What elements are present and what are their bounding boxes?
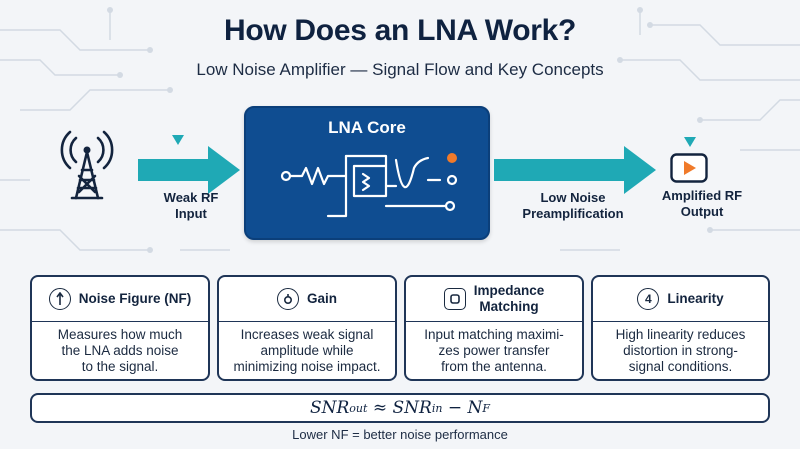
card-title: Linearity xyxy=(667,291,724,306)
antenna-tower-icon xyxy=(60,130,114,200)
card-divider xyxy=(593,321,768,322)
impedance-icon xyxy=(443,288,466,310)
card-linearity: 4 Linearity High linearity reduces disto… xyxy=(591,275,770,381)
card-noise-figure: Noise Figure (NF) Measures how much the … xyxy=(30,275,210,381)
page-title: How Does an LNA Work? xyxy=(223,14,577,47)
card-title: Impedance Matching xyxy=(473,283,545,314)
card-description: High linearity reduces distortion in str… xyxy=(615,327,746,374)
amplified-rf-output-label: Amplified RF Output xyxy=(661,188,743,219)
weak-rf-input-label: Weak RF Input xyxy=(163,190,219,221)
noise-figure-icon xyxy=(48,288,71,310)
output-drop-marker xyxy=(684,137,696,147)
output-play-icon xyxy=(670,153,708,183)
preamplification-arrow xyxy=(494,146,656,194)
card-divider xyxy=(219,321,395,322)
input-arrow xyxy=(138,146,240,194)
footnote: Lower NF = better noise performance xyxy=(292,427,508,442)
card-gain: Gain Increases weak signal amplitude whi… xyxy=(217,275,397,381)
amplifier-circuit-icon xyxy=(280,153,458,218)
card-impedance-matching: Impedance Matching Input matching maximi… xyxy=(404,275,584,381)
card-description: Increases weak signal amplitude while mi… xyxy=(233,327,381,374)
card-divider xyxy=(32,321,208,322)
lna-core-block: LNA Core xyxy=(244,106,490,240)
linearity-icon: 4 xyxy=(637,288,660,310)
card-description: Input matching maximi- zes power transfe… xyxy=(424,327,564,374)
page-subtitle: Low Noise Amplifier — Signal Flow and Ke… xyxy=(196,60,604,79)
gain-icon xyxy=(276,288,299,310)
low-noise-preamplification-label: Low Noise Preamplification xyxy=(522,190,624,221)
card-divider xyxy=(406,321,582,322)
input-drop-marker xyxy=(172,135,184,145)
card-description: Measures how much the LNA adds noise to … xyxy=(57,327,183,374)
card-title: Noise Figure (NF) xyxy=(78,291,192,306)
lna-core-label: LNA Core xyxy=(328,118,406,137)
card-title: Gain xyxy=(306,291,337,306)
